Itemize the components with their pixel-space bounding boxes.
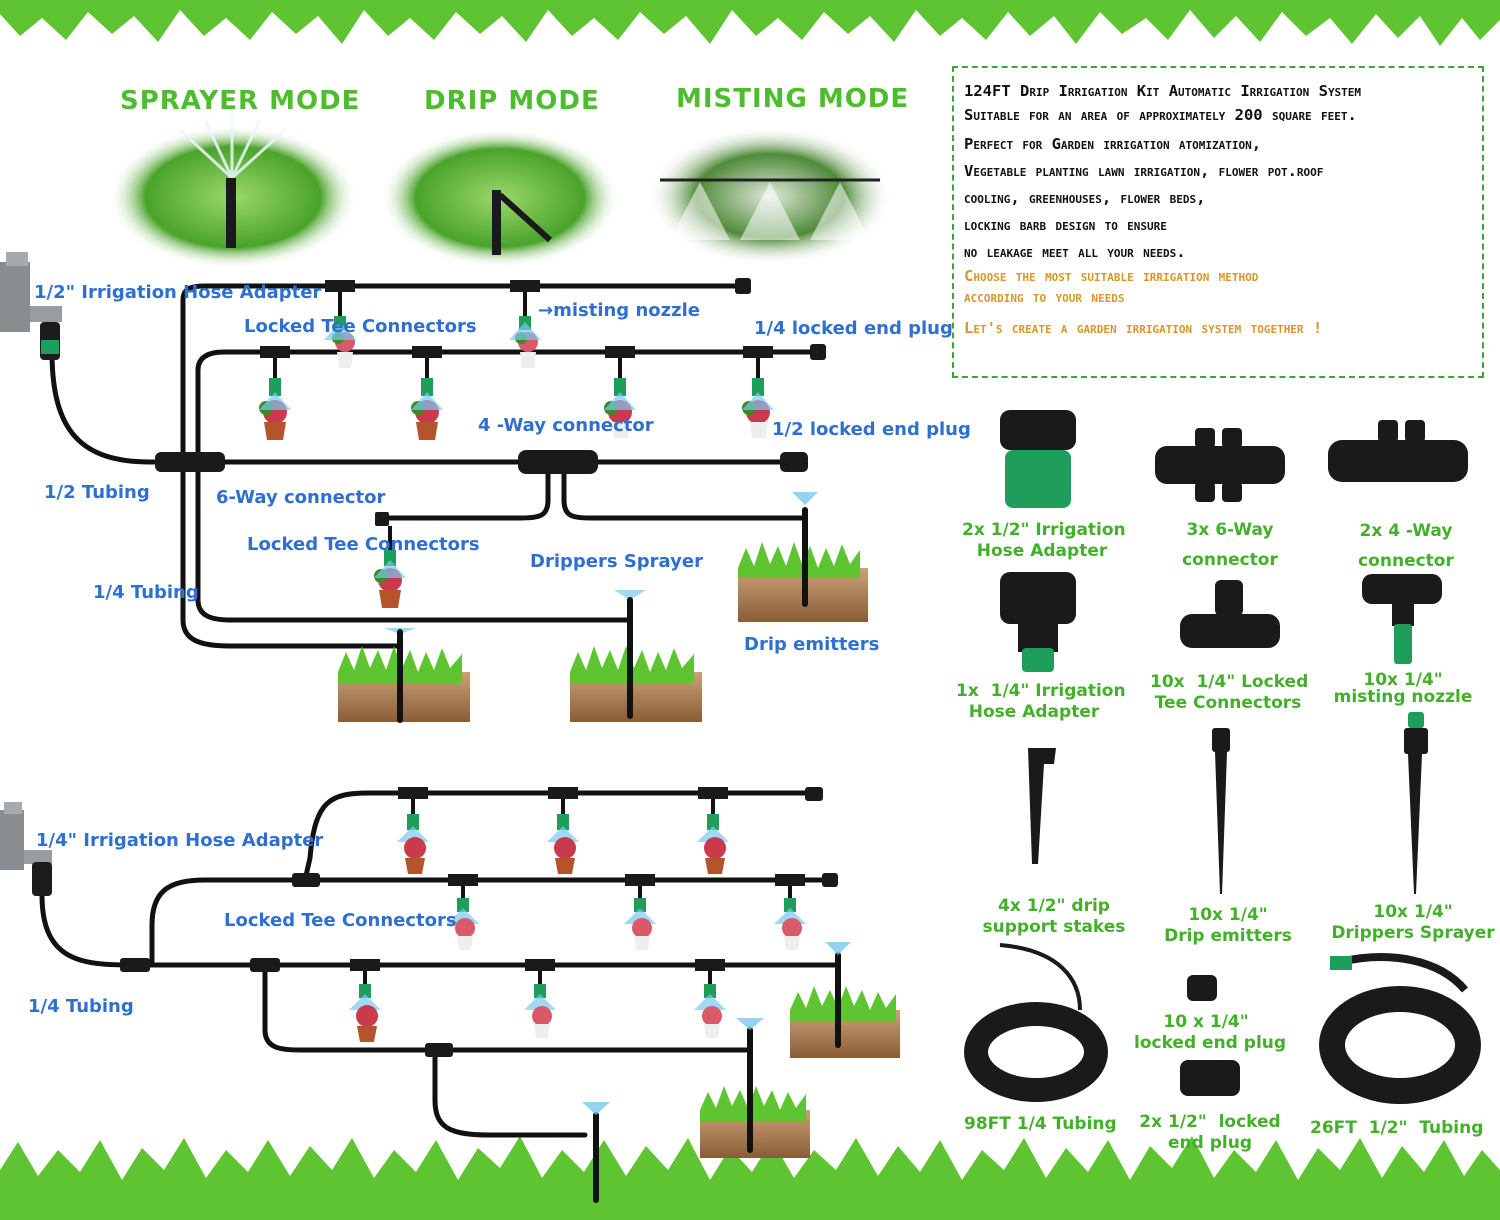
part-end-plug-half (1180, 1060, 1240, 1096)
part-label-half-hose-adapter: 2x 1/2" Irrigation Hose Adapter (962, 520, 1126, 561)
label-drip-emitters: Drip emitters (744, 634, 880, 655)
part-label-quarter-end-plug: 10 x 1/4" locked end plug (1134, 1012, 1287, 1053)
part-label-locked-tee: 10x 1/4" Locked Tee Connectors (1150, 672, 1309, 713)
flower-pot-icon (632, 918, 652, 950)
label-locked-tee: Locked Tee Connectors (244, 316, 477, 337)
info-highlight: according to your needs (964, 288, 1125, 306)
part-label-six-way: 3x 6-Way connector (1182, 520, 1278, 570)
part-locked-tee-connector (1180, 580, 1280, 648)
flower-pot-icon (702, 1006, 722, 1038)
drip-mode-title: DRIP MODE (424, 86, 600, 116)
flower-pot-icon (455, 918, 475, 950)
faucet-bottom-icon (0, 802, 52, 896)
part-quarter-hose-adapter (1000, 572, 1076, 672)
part-dripper-sprayer (1404, 712, 1428, 894)
part-label-half-end-plug: 2x 1/2" locked end plug (1139, 1112, 1281, 1153)
top-system-pipes (49, 283, 818, 703)
info-line: cooling, greenhouses, flower beds, (964, 189, 1206, 207)
part-label-quarter-hose-adapter: 1x 1/4" Irrigation Hose Adapter (956, 681, 1126, 722)
grass-border-top (0, 0, 1500, 46)
top-stakes (397, 507, 808, 723)
label-half-hose-adapter: 1/2" Irrigation Hose Adapter (34, 282, 322, 303)
part-label-drip-emitters: 10x 1/4" Drip emitters (1164, 905, 1292, 946)
top-connectors (155, 278, 826, 526)
bottom-stakes (593, 952, 841, 1203)
part-six-way-connector (1155, 428, 1285, 502)
info-line: no leakage meet all your needs. (964, 243, 1186, 261)
four-way-connector (518, 450, 598, 474)
six-way-connector (155, 452, 225, 472)
quarter-end-plug (810, 344, 826, 360)
label-locked-tee-bottom: Locked Tee Connectors (224, 910, 457, 931)
bottom-soil-patches (700, 986, 900, 1158)
part-label-misting-nozzle: 10x 1/4" misting nozzle (1333, 670, 1473, 707)
part-label-support-stakes: 4x 1/2" drip support stakes (982, 896, 1126, 937)
label-drippers-sprayer: Drippers Sprayer (530, 551, 703, 572)
part-support-stake (1028, 748, 1056, 864)
info-line: Suitable for an area of approximately 20… (964, 106, 1357, 124)
flower-pot-icon (404, 837, 426, 874)
part-label-half-tubing: 26FT 1/2" Tubing (1310, 1118, 1484, 1138)
info-box: 124FT Drip Irrigation Kit Automatic Irri… (952, 66, 1484, 378)
flower-pot-icon (782, 918, 802, 950)
part-quarter-tubing-coil (964, 943, 1108, 1102)
label-half-tubing: 1/2 Tubing (44, 482, 150, 503)
label-quarter-tubing-bottom: 1/4 Tubing (28, 996, 134, 1017)
bottom-nozzles (349, 799, 806, 1010)
info-line: 124FT Drip Irrigation Kit Automatic Irri… (964, 82, 1362, 100)
flower-pot-icon (554, 837, 576, 874)
faucet-top-icon (0, 252, 62, 360)
half-end-plug (780, 452, 808, 472)
part-half-hose-adapter (1000, 410, 1076, 508)
label-locked-tee-2: Locked Tee Connectors (247, 534, 480, 555)
info-line: Perfect for Garden irrigation atomizatio… (964, 135, 1262, 153)
part-label-drippers-sprayer: 10x 1/4" Drippers Sprayer (1331, 902, 1495, 943)
part-half-tubing-coil (1319, 953, 1481, 1104)
part-label-four-way: 2x 4 -Way connector (1358, 521, 1454, 571)
top-mist-cones (259, 322, 774, 634)
info-line: Vegetable planting lawn irrigation, flow… (964, 162, 1324, 180)
info-highlight: Choose the most suitable irrigation meth… (964, 267, 1259, 285)
flower-pot-icon (532, 1006, 552, 1038)
flower-pot-icon (704, 837, 726, 874)
part-misting-nozzle (1362, 574, 1442, 664)
label-misting-nozzle: →misting nozzle (538, 300, 700, 321)
part-label-quarter-tubing: 98FT 1/4 Tubing (964, 1114, 1117, 1134)
part-drip-emitter (1212, 728, 1230, 894)
top-nozzles (269, 292, 764, 566)
sprayer-spray-icon (178, 115, 287, 180)
misting-mode-title: MISTING MODE (676, 84, 910, 114)
sprayer-mode-title: SPRAYER MODE (120, 86, 361, 116)
grass-border-bottom (0, 1136, 1500, 1220)
info-highlight: Let's create a garden irrigation system … (964, 319, 1323, 337)
bottom-flower-pots (356, 837, 802, 1042)
label-quarter-tubing: 1/4 Tubing (93, 582, 199, 603)
label-quarter-end-plug: 1/4 locked end plug (754, 318, 953, 339)
label-six-way: 6-Way connector (216, 487, 386, 508)
part-four-way-connector (1328, 420, 1468, 482)
info-line: locking barb design to ensure (964, 216, 1167, 234)
label-half-end-plug: 1/2 locked end plug (772, 419, 971, 440)
flower-pot-icon (356, 1005, 378, 1042)
label-quarter-hose-adapter: 1/4" Irrigation Hose Adapter (36, 830, 324, 851)
bottom-connectors (120, 787, 838, 1057)
part-end-plug-quarter (1187, 975, 1217, 1001)
label-four-way: 4 -Way connector (478, 415, 654, 436)
